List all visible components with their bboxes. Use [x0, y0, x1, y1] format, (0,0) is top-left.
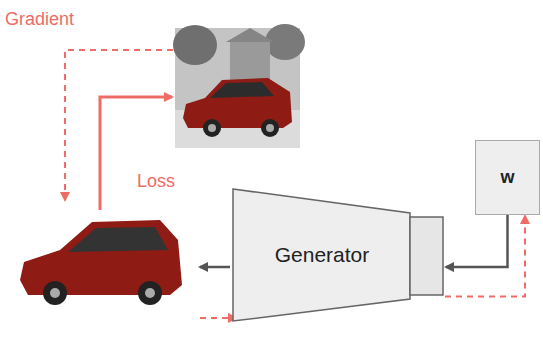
generator-block: Generator: [232, 188, 445, 322]
annotation-label: Loss: [135, 171, 177, 192]
output-arrow: [200, 266, 230, 269]
real-photo: [173, 24, 305, 148]
annotation-label: Gradient: [3, 9, 76, 30]
gradient-arrow: [200, 317, 236, 319]
node-text: Generator: [275, 243, 370, 267]
generated-car: [20, 220, 182, 305]
connector: [445, 216, 525, 297]
process-box: w: [475, 140, 540, 215]
loss-arrow: [100, 97, 172, 210]
node-text: w: [500, 167, 514, 188]
connector: [446, 215, 508, 267]
